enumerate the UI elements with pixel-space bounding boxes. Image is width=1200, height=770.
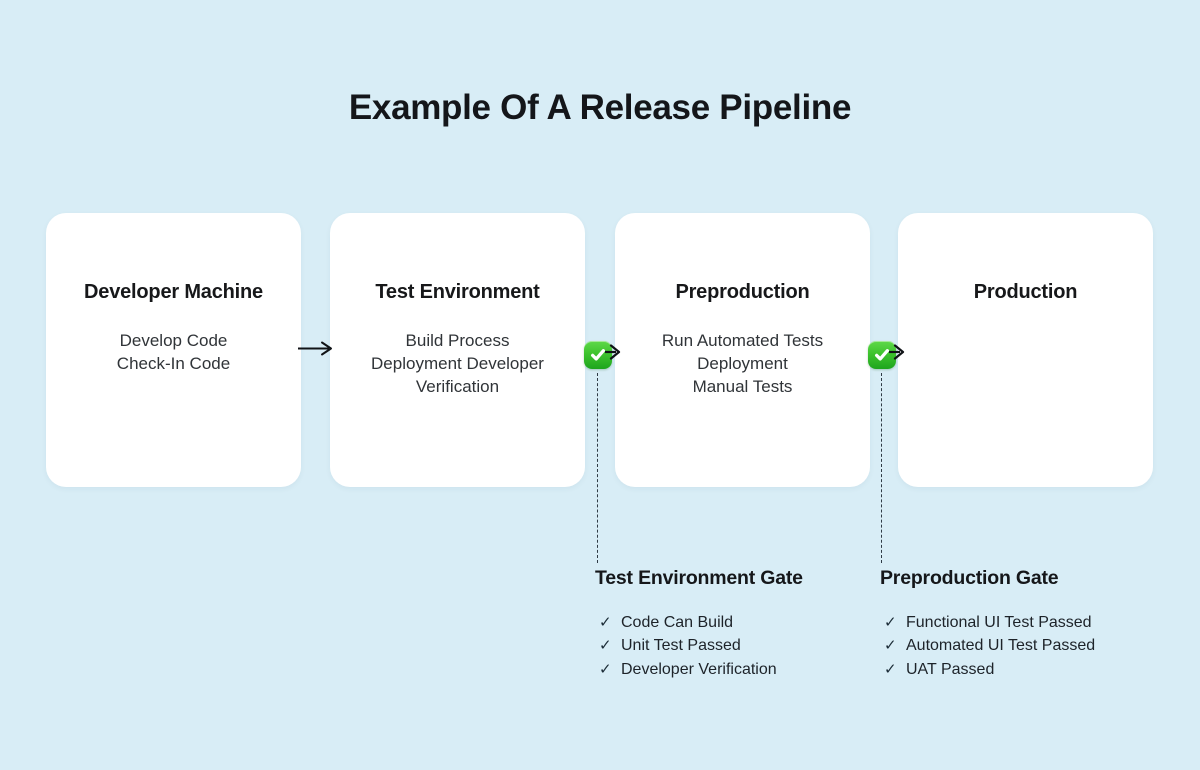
stage-task: Develop Code bbox=[119, 331, 228, 350]
gate-title: Preproduction Gate bbox=[880, 567, 1059, 589]
gate-test-environment: Test Environment Gate ✓ Code Can Build ✓ U… bbox=[595, 567, 915, 681]
stage-title: Production bbox=[973, 281, 1078, 303]
gate-preproduction: Preproduction Gate ✓ Functional UI Test P… bbox=[880, 567, 1200, 681]
stage-card-test-environment: Test Environment Build Process Deploymen… bbox=[330, 213, 585, 487]
stage-card-developer-machine: Developer Machine Develop Code Check-In … bbox=[46, 213, 301, 487]
stage-tasks: Develop Code Check-In Code bbox=[46, 329, 301, 375]
gate-check-label: Automated UI Test Passed bbox=[906, 637, 1096, 655]
green-check-icon bbox=[584, 341, 612, 369]
stage-title: Test Environment bbox=[375, 281, 540, 303]
green-check-icon bbox=[868, 341, 896, 369]
gate-check-item: ✓ UAT Passed bbox=[884, 658, 1200, 681]
arrowhead-icon bbox=[889, 344, 905, 360]
gate-check-item: ✓ Automated UI Test Passed bbox=[884, 634, 1200, 657]
gate-check-item: ✓ Developer Verification bbox=[599, 658, 915, 681]
arrow-right-icon bbox=[298, 341, 332, 356]
check-icon: ✓ bbox=[599, 614, 612, 631]
gate-check-label: Developer Verification bbox=[621, 660, 777, 678]
gate-check-item: ✓ Functional UI Test Passed bbox=[884, 611, 1200, 634]
gate-checklist: ✓ Functional UI Test Passed ✓ Automated UI… bbox=[880, 611, 1200, 681]
gate-connector-line bbox=[881, 373, 882, 563]
stage-title: Developer Machine bbox=[84, 281, 263, 303]
stage-title: Preproduction bbox=[675, 281, 810, 303]
gate-connector-line bbox=[597, 373, 598, 563]
stage-task: Check-In Code bbox=[116, 354, 231, 373]
check-icon: ✓ bbox=[884, 637, 897, 655]
check-icon: ✓ bbox=[884, 660, 897, 678]
stage-task: Build Process bbox=[405, 331, 510, 350]
check-icon: ✓ bbox=[599, 660, 612, 678]
check-icon: ✓ bbox=[599, 637, 612, 655]
stage-task: Manual Tests bbox=[692, 377, 793, 396]
stage-task: Verification bbox=[415, 377, 500, 396]
gate-checklist: ✓ Code Can Build ✓ Unit Test Passed ✓ Devel… bbox=[595, 611, 915, 681]
page-title: Example Of A Release Pipeline bbox=[348, 88, 852, 127]
stage-task: Deployment Developer bbox=[371, 354, 544, 373]
gate-check-label: UAT Passed bbox=[906, 660, 995, 678]
gate-check-item: ✓ Code Can Build bbox=[599, 611, 915, 634]
stage-task: Deployment bbox=[697, 354, 788, 373]
gate-title: Test Environment Gate bbox=[595, 567, 803, 589]
stage-card-preproduction: Preproduction Run Automated Tests Deploy… bbox=[615, 213, 870, 487]
stage-task: Run Automated Tests bbox=[661, 331, 824, 350]
check-icon: ✓ bbox=[884, 614, 897, 631]
stage-tasks: Run Automated Tests Deployment Manual Te… bbox=[615, 329, 870, 398]
gate-check-label: Functional UI Test Passed bbox=[906, 614, 1092, 631]
gate-check-item: ✓ Unit Test Passed bbox=[599, 634, 915, 657]
arrowhead-icon bbox=[605, 344, 621, 360]
stage-tasks: Build Process Deployment Developer Verif… bbox=[330, 329, 585, 398]
gate-check-label: Code Can Build bbox=[621, 614, 734, 631]
gate-check-label: Unit Test Passed bbox=[621, 637, 741, 655]
stage-card-production: Production bbox=[898, 213, 1153, 487]
